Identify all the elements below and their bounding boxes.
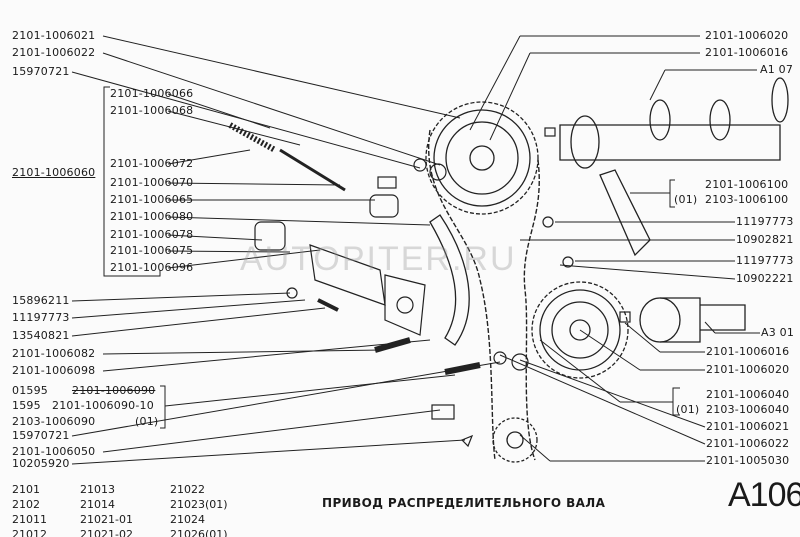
chain-guide — [599, 169, 651, 257]
bracket-variant: (01) — [674, 193, 698, 206]
bracket-part: 2101-1006040 — [706, 388, 790, 401]
model-column: 21022 21023(01) 21024 21026(01) — [170, 482, 228, 537]
model: 21012 — [12, 528, 47, 537]
tensioner-parts — [228, 122, 631, 448]
assembly-item: 2101-1006096 — [110, 261, 194, 274]
model: 21022 — [170, 483, 205, 496]
part-label: 2101-1006022 — [12, 46, 96, 59]
model: 2102 — [12, 498, 40, 511]
assembly-item: 2101-1006072 — [110, 157, 194, 170]
model: 21023(01) — [170, 498, 228, 511]
auxiliary-shaft-sprocket — [531, 281, 629, 379]
bracket-part: 2103-1006100 — [705, 193, 789, 206]
assembly-item: 2101-1006066 — [110, 87, 194, 100]
tensioner-bolt-code: 01595 — [12, 384, 48, 397]
model: 2101 — [12, 483, 40, 496]
tensioner-shoe — [429, 214, 470, 346]
leader-lines-left — [71, 35, 501, 465]
model: 21011 — [12, 513, 47, 526]
part-label: 2101-1006021 — [706, 420, 790, 433]
part-label: 2101-1006098 — [12, 364, 96, 377]
bracket-part: 2101-1006100 — [705, 178, 789, 191]
diagram-title: ПРИВОД РАСПРЕДЕЛИТЕЛЬНОГО ВАЛА — [322, 496, 606, 510]
part-label: 11197773 — [736, 254, 794, 267]
model: 21026(01) — [170, 528, 228, 537]
crankshaft-sprocket — [492, 417, 538, 463]
part-label: 15970721 — [12, 65, 70, 78]
tensioner-bolt-part: 2103-1006090 — [12, 415, 96, 428]
camshaft-sprocket — [425, 101, 539, 215]
tensioner-bolt-part-obsolete: 2101-1006090 — [72, 384, 156, 397]
timing-chain — [428, 129, 540, 461]
part-label: 10902221 — [736, 272, 794, 285]
model: 21013 — [80, 483, 115, 496]
part-label: 11197773 — [736, 215, 794, 228]
model: 21021-02 — [80, 528, 133, 537]
model-column: 2101 2102 21011 21012 — [12, 482, 47, 537]
assembly-number: 2101-1006060 — [12, 166, 96, 179]
assembly-item: 2101-1006070 — [110, 176, 194, 189]
part-label: 2101-1005030 — [706, 454, 790, 467]
model: 21021-01 — [80, 513, 133, 526]
assembly-item: 2101-1006068 — [110, 104, 194, 117]
bracket-variant: (01) — [676, 403, 700, 416]
tensioner-bolt-variant: (01) — [135, 415, 159, 428]
watermark: AUTOPITER.RU — [240, 240, 517, 278]
part-label: 2101-1006082 — [12, 347, 96, 360]
part-label: 10902821 — [736, 233, 794, 246]
assembly-item: 2101-1006065 — [110, 193, 194, 206]
page-code: A106 — [728, 476, 800, 514]
part-label: 2101-1006016 — [705, 46, 789, 59]
part-label: 15970721 — [12, 429, 70, 442]
tensioner-bolt-code: 1595 — [12, 399, 41, 412]
part-label: A1 07 — [760, 63, 794, 76]
assembly-item: 2101-1006078 — [110, 228, 194, 241]
tensioner-bolt-part: 2101-1006090-10 — [52, 399, 154, 412]
part-label: 2101-1006016 — [706, 345, 790, 358]
part-label: 10205920 — [12, 457, 70, 470]
assembly-item: 2101-1006080 — [110, 210, 194, 223]
part-label: A3 01 — [761, 326, 795, 339]
part-label: 11197773 — [12, 311, 70, 324]
part-label: 2101-1006020 — [706, 363, 790, 376]
model-column: 21013 21014 21021-01 21021-02 — [80, 482, 133, 537]
part-label: 13540821 — [12, 329, 70, 342]
part-label: 2101-1006022 — [706, 437, 790, 450]
leader-lines-right — [469, 35, 760, 462]
part-label: 2101-1006050 — [12, 445, 96, 458]
model: 21024 — [170, 513, 205, 526]
part-label: 2101-1006021 — [12, 29, 96, 42]
bracket-part: 2103-1006040 — [706, 403, 790, 416]
model: 21014 — [80, 498, 115, 511]
auxiliary-shaft — [639, 297, 746, 343]
assembly-item: 2101-1006075 — [110, 244, 194, 257]
part-label: 2101-1006020 — [705, 29, 789, 42]
part-label: 15896211 — [12, 294, 70, 307]
camshaft — [559, 77, 789, 169]
